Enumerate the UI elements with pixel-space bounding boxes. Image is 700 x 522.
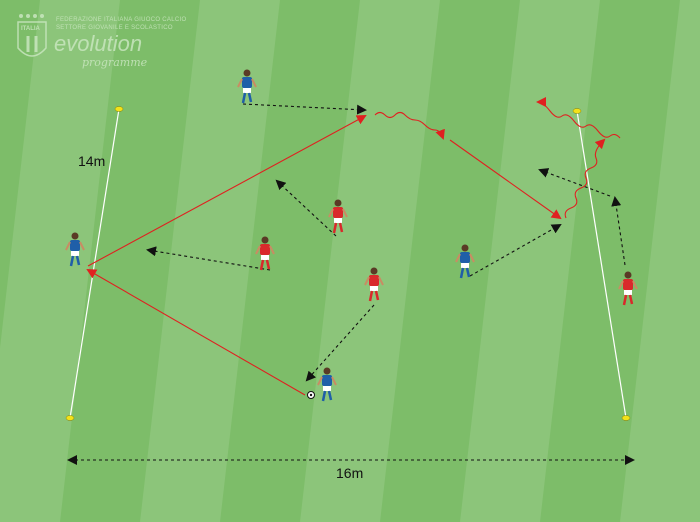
crest-text: ITALIA	[21, 26, 40, 32]
cones	[65, 106, 631, 421]
cone	[621, 415, 631, 421]
width-measure-label: 16m	[336, 465, 364, 481]
run-arrow	[275, 179, 337, 237]
pass-arrow	[87, 115, 367, 267]
blue-player	[237, 69, 257, 104]
cone	[114, 106, 124, 112]
blue-player	[455, 244, 475, 279]
pass-arrow	[86, 269, 306, 396]
light-stripe	[140, 0, 280, 522]
blue-player	[317, 367, 337, 402]
right-boundary-line	[576, 110, 627, 419]
run-arrow	[611, 196, 626, 266]
cone	[65, 415, 75, 421]
red-player	[255, 236, 275, 271]
run-arrow	[146, 246, 271, 271]
red-player	[328, 199, 348, 234]
red-player	[364, 267, 384, 302]
dribble-arrow	[564, 138, 606, 219]
height-measure-label: 14m	[78, 153, 106, 169]
pass-arrow	[449, 139, 562, 220]
pass-arrows	[86, 97, 621, 396]
run-arrow	[538, 168, 611, 197]
blue-player	[65, 232, 85, 267]
movement-arrows	[67, 103, 635, 465]
light-stripe	[300, 0, 440, 522]
logo-subtitle: programme	[82, 56, 148, 69]
light-stripe	[620, 0, 700, 522]
logo-title: evolution	[54, 31, 143, 56]
light-stripe	[0, 0, 120, 522]
ball	[307, 391, 315, 399]
federation-line-1: FEDERAZIONE ITALIANA GIUOCO CALCIO	[56, 17, 187, 23]
light-stripe	[460, 0, 600, 522]
red-player	[618, 271, 638, 306]
dribble-arrow	[374, 111, 445, 140]
run-arrow	[242, 103, 367, 115]
dribble-arrow	[536, 97, 621, 139]
federation-line-2: SETTORE GIOVANILE E SCOLASTICO	[56, 25, 173, 31]
run-arrow	[469, 224, 562, 277]
run-arrow	[305, 304, 375, 382]
cone	[572, 108, 582, 114]
crest-icon	[17, 14, 47, 57]
left-boundary-line	[69, 108, 120, 419]
